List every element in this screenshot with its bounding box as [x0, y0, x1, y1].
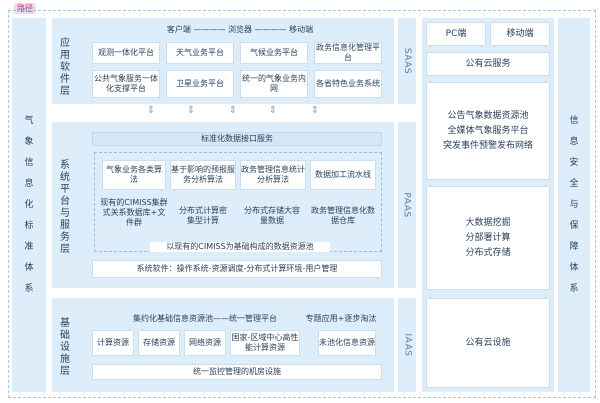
column-char: 信 [569, 115, 579, 126]
system-software[interactable]: 系统软件：操作系统-资源调度-分布式计算环境-用户管理 [92, 260, 382, 278]
up-down-arrow-icon: ⇕ [186, 105, 196, 116]
column-char: 与 [569, 199, 579, 210]
paas-distributed-compute: 分布式计算密集型计算 [179, 206, 227, 225]
saas-layer-label: 应用软件层 [60, 38, 70, 97]
saas-app-2[interactable]: 天气业务平台 [166, 42, 234, 64]
column-char: 系 [569, 283, 579, 294]
iaas-layer-label: 基础设施层 [60, 318, 70, 377]
saas-app-3[interactable]: 气候业务平台 [240, 42, 308, 64]
datacenter-facility[interactable]: 统一监控管理的机房设施 [92, 364, 382, 380]
data-resource-pool: 以现有的CIMISS为基础构成的数据资源池 [150, 242, 330, 252]
column-char: 象 [24, 136, 34, 147]
saas-app-7[interactable]: 统一的气象业务内网 [240, 70, 308, 98]
svc-line-3: 突发事件预警发布网络 [442, 140, 533, 151]
column-char: 息 [24, 178, 34, 189]
unpooled-resource[interactable]: 未池化信息资源 [318, 330, 376, 356]
column-char: 体 [24, 262, 34, 273]
hpc-resource[interactable]: 国家-区域中心高性能计算资源 [230, 330, 300, 356]
bigdata-line-2: 分部署计算 [465, 232, 511, 243]
paas-data-warehouse: 政务管理信息化数据仓库 [311, 206, 375, 225]
outer-frame [8, 10, 596, 398]
column-char: 息 [569, 136, 579, 147]
column-char: 系 [24, 283, 34, 294]
column-char: 体 [569, 262, 579, 273]
bigdata-group[interactable]: 大数据挖掘 分部署计算 分布式存储 [426, 186, 550, 290]
column-char: 准 [24, 241, 34, 252]
pc-client[interactable]: PC端 [426, 22, 486, 46]
up-down-arrow-icon: ⇕ [146, 105, 156, 116]
iaas-pool-title: 集约化基础信息资源池——统一管理平台 [133, 314, 277, 323]
paas-layer-label: 系统平台与服务层 [60, 160, 70, 255]
saas-app-8[interactable]: 各省特色业务系统 [314, 70, 382, 98]
security-system-column: 信息安全与保障体系 [558, 18, 590, 392]
column-char: 气 [24, 115, 34, 126]
svc-line-1: 公告气象数据资源池 [447, 110, 529, 121]
paas-side-label: PAAS [398, 122, 416, 288]
saas-app-6[interactable]: 卫星业务平台 [166, 70, 234, 98]
iaas-side-label: IAAS [398, 298, 416, 392]
column-char: 保 [569, 220, 579, 231]
paas-algo-3[interactable]: 政务管理信息统计分析算法 [240, 160, 306, 190]
public-cloud-service[interactable]: 公有云服务 [426, 52, 550, 76]
up-down-arrow-icon: ⇕ [228, 105, 238, 116]
saas-app-4[interactable]: 政务信息化管理平台 [314, 42, 382, 64]
column-char: 标 [24, 220, 34, 231]
meteo-service-group[interactable]: 公告气象数据资源池 全媒体气象服务平台 突发事件预警发布网络 [426, 82, 550, 180]
column-char: 安 [569, 157, 579, 168]
paas-algo-4[interactable]: 数据加工流水线 [310, 160, 376, 190]
mobile-client[interactable]: 移动端 [490, 22, 550, 46]
saas-side-label: SAAS [398, 18, 416, 104]
storage-resource[interactable]: 存储资源 [138, 330, 180, 356]
saas-app-1[interactable]: 观测一体化平台 [92, 42, 160, 64]
paas-algo-1[interactable]: 气象业务各类算法 [102, 160, 166, 190]
network-resource[interactable]: 网络资源 [184, 330, 226, 356]
data-interface-service[interactable]: 标准化数据接口服务 [92, 132, 382, 146]
path-tag: 路径 [14, 3, 36, 14]
up-down-arrow-icon: ⇕ [310, 105, 320, 116]
svc-line-2: 全媒体气象服务平台 [447, 125, 529, 136]
column-char: 信 [24, 157, 34, 168]
paas-algo-2[interactable]: 基于影响的预报服务分析算法 [170, 160, 236, 190]
bigdata-line-1: 大数据挖掘 [465, 217, 511, 228]
compute-resource[interactable]: 计算资源 [92, 330, 134, 356]
bigdata-line-3: 分布式存储 [465, 247, 511, 258]
column-char: 障 [569, 241, 579, 252]
iaas-special-title: 专题应用+逐步淘汰 [305, 314, 377, 323]
cimiss-cluster: 现有的CIMISS集群式关系数据库+文件群 [100, 198, 168, 227]
public-cloud-infra[interactable]: 公有云设施 [426, 298, 550, 388]
standard-system-column: 气象信息化标准体系 [12, 18, 46, 392]
paas-distributed-storage: 分布式存储大容量数据 [244, 206, 300, 225]
client-types: 客户端 ———— 浏览器 ———— 移动端 [166, 25, 314, 34]
up-down-arrow-icon: ⇕ [268, 105, 278, 116]
column-char: 全 [569, 178, 579, 189]
saas-app-5[interactable]: 公共气象服务一体化支撑平台 [92, 70, 160, 98]
column-char: 化 [24, 199, 34, 210]
